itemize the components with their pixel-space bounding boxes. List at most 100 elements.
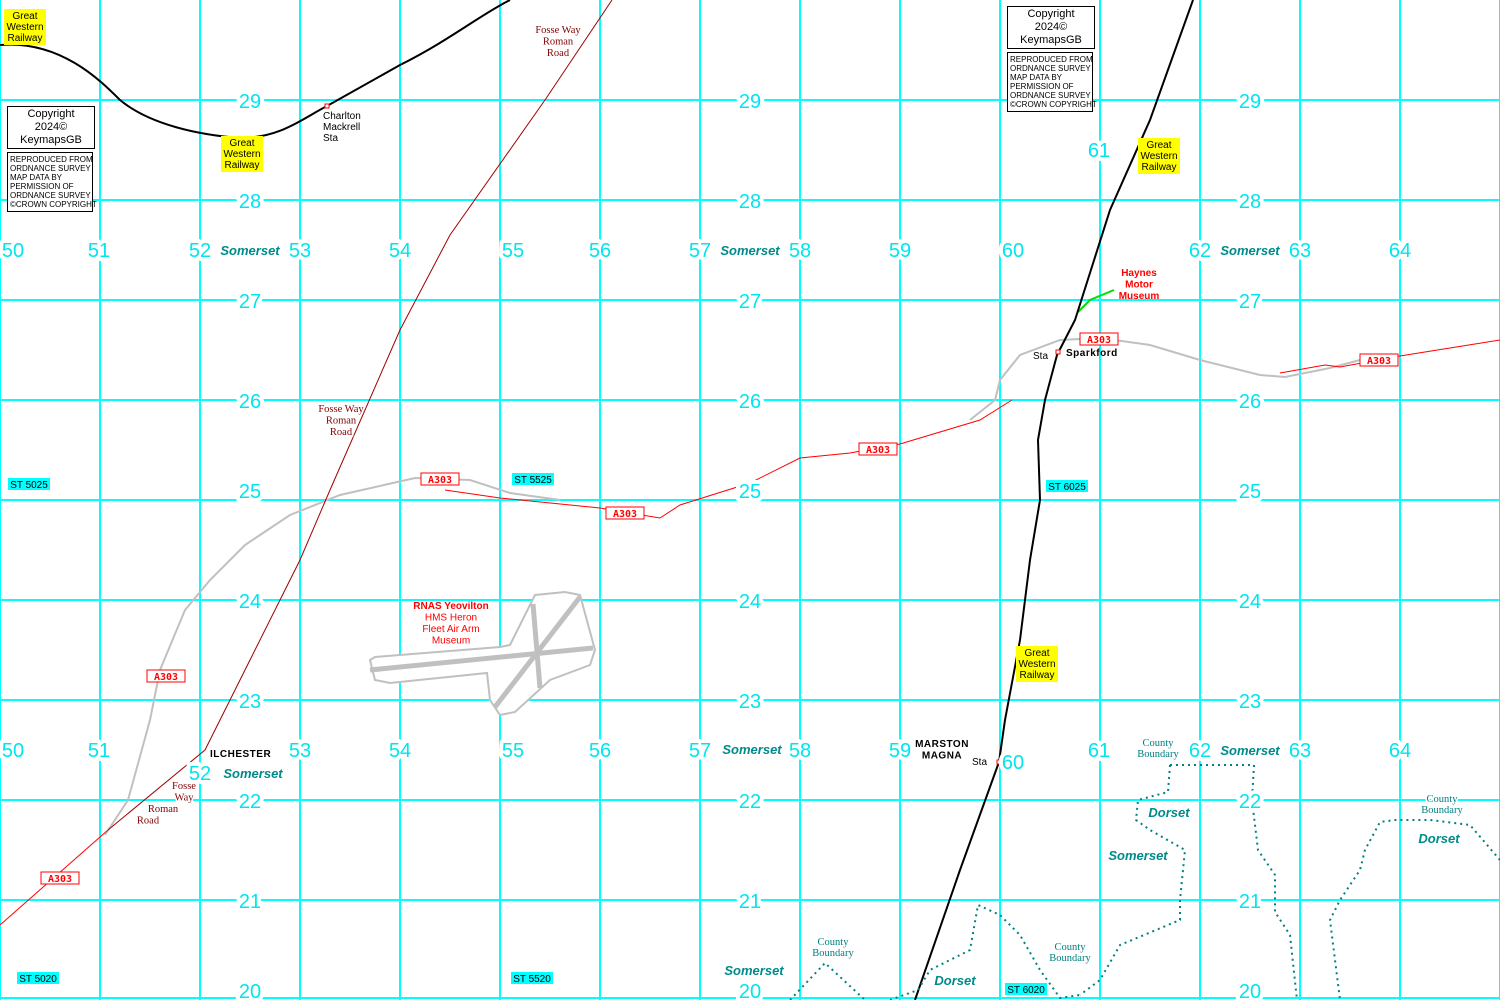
easting-label: 56: [589, 240, 611, 262]
county-name-somerset: Somerset: [1220, 243, 1280, 258]
northing-label: 26: [239, 391, 261, 413]
northing-label: 25: [739, 481, 761, 503]
easting-label: 64: [1389, 740, 1411, 762]
county-name-somerset: Somerset: [223, 766, 283, 781]
place-label-charlton-mackrell: Mackrell: [323, 122, 360, 133]
railway-label: Western: [6, 22, 43, 33]
northing-label: 22: [239, 791, 261, 813]
road-shield: [605, 506, 645, 520]
os-notice-box: REPRODUCED FROM ORDNANCE SURVEY MAP DATA…: [1007, 52, 1097, 112]
easting-label: 50: [2, 240, 24, 262]
poi-label-rnas-yeovilton: RNAS Yeovilton: [413, 601, 488, 612]
railway-label-highlight: [1016, 646, 1058, 682]
county-name-somerset: Somerset: [720, 243, 780, 258]
road-label-a303: A303: [154, 672, 178, 683]
easting-label: 60: [1002, 240, 1024, 262]
northing-label: 20: [239, 981, 261, 1000]
place-label-ilchester: ILCHESTER: [210, 749, 271, 760]
copyright-line1: Copyright 2024©: [27, 108, 75, 133]
roman-road-label: Roman: [543, 37, 574, 48]
easting-label: 57: [689, 740, 711, 762]
easting-label: 54: [389, 740, 411, 762]
old-road-east: [969, 336, 1361, 421]
place-label-marston-magna: MAGNA: [922, 751, 962, 762]
os-notice-line: MAP DATA BY: [1010, 73, 1063, 82]
easting-label: 56: [589, 740, 611, 762]
roman-road-label: Fosse Way: [318, 404, 364, 415]
station-label: Sta: [972, 757, 987, 768]
os-notice-line: REPRODUCED FROM: [1010, 55, 1093, 64]
copyright-line1: Copyright 2024©: [1027, 8, 1075, 33]
os-notice-line: ORDNANCE SURVEY: [1010, 91, 1091, 100]
northing-label: 27: [739, 291, 761, 313]
railway-label: Great: [1024, 648, 1049, 659]
road-label-a303: A303: [1367, 356, 1391, 367]
northing-label: 23: [239, 691, 261, 713]
road-shield: [40, 871, 80, 885]
os-notice-line: PERMISSION OF: [10, 182, 74, 191]
copyright-line2: KeymapsGB: [1020, 34, 1082, 46]
easting-label: 59: [889, 740, 911, 762]
northing-label: 26: [1239, 391, 1261, 413]
easting-label: 58: [789, 740, 811, 762]
copyright-box: Copyright 2024© KeymapsGB: [1007, 6, 1095, 49]
northing-label: 21: [739, 891, 761, 913]
os-notice-line: ©CROWN COPYRIGHT: [1010, 100, 1097, 109]
railway-label-highlight: [221, 136, 263, 172]
os-notice-line: ORDNANCE SURVEY: [10, 164, 91, 173]
os-notice-line: REPRODUCED FROM: [10, 155, 93, 164]
railway-label: Western: [1018, 659, 1055, 670]
roman-road-label: Roman: [326, 416, 357, 427]
county-boundary-label: County: [1055, 942, 1087, 953]
fosse-way-roman-road: [107, 0, 613, 831]
northing-label: 20: [739, 981, 761, 1000]
copyright-line2: KeymapsGB: [20, 134, 82, 146]
railway-label: Western: [1140, 151, 1177, 162]
station-marker-marston-magna: [996, 759, 1002, 765]
poi-label-haynes-motor-museum: Motor: [1125, 280, 1153, 291]
roman-road-label: Road: [547, 48, 570, 59]
northing-label: 28: [739, 191, 761, 213]
county-boundary-label: County: [818, 937, 850, 948]
road-shield: [420, 472, 460, 486]
county-boundary-label: Boundary: [1049, 953, 1091, 964]
easting-label: 64: [1389, 240, 1411, 262]
northing-label: 27: [1239, 291, 1261, 313]
county-boundary-label: Boundary: [812, 948, 854, 959]
os-notice-line: MAP DATA BY: [10, 173, 63, 182]
grid-ref-highlight: [1005, 983, 1047, 995]
easting-label: 53: [289, 740, 311, 762]
easting-label: 54: [389, 240, 411, 262]
map-labels: 2928272625242322212029282726252423222120…: [0, 9, 1465, 1000]
northing-label: 25: [1239, 481, 1261, 503]
haynes-access-road: [1077, 289, 1115, 313]
a303-road: [444, 399, 1013, 519]
road-label-a303: A303: [613, 509, 637, 520]
easting-label: 52: [189, 240, 211, 262]
road-label-a303: A303: [428, 475, 452, 486]
railway-label: Western: [223, 149, 260, 160]
roman-road-label: Way: [175, 793, 195, 804]
county-boundaries: [789, 764, 1500, 1000]
northing-label: 28: [1239, 191, 1261, 213]
railway-label: Great: [229, 138, 254, 149]
northing-label: 27: [239, 291, 261, 313]
os-notice-line: ORDNANCE SURVEY: [10, 191, 91, 200]
easting-label: 51: [88, 240, 110, 262]
northing-label: 24: [739, 591, 761, 613]
copyright-box: Copyright 2024© KeymapsGB: [7, 106, 95, 149]
easting-label: 63: [1289, 240, 1311, 262]
railway-label: Great: [1146, 140, 1171, 151]
northing-label: 23: [1239, 691, 1261, 713]
county-name-somerset: Somerset: [722, 742, 782, 757]
northing-label: 28: [239, 191, 261, 213]
roman-road-label: Roman: [148, 804, 179, 815]
copyright-block: Copyright 2024© KeymapsGB REPRODUCED FRO…: [1007, 6, 1097, 112]
great-western-railway-main: [914, 0, 1194, 1000]
grid-reference-label: ST 5025: [10, 480, 48, 491]
poi-label-haynes-motor-museum: Museum: [1119, 291, 1160, 302]
poi-label-rnas-yeovilton: Museum: [432, 636, 470, 647]
